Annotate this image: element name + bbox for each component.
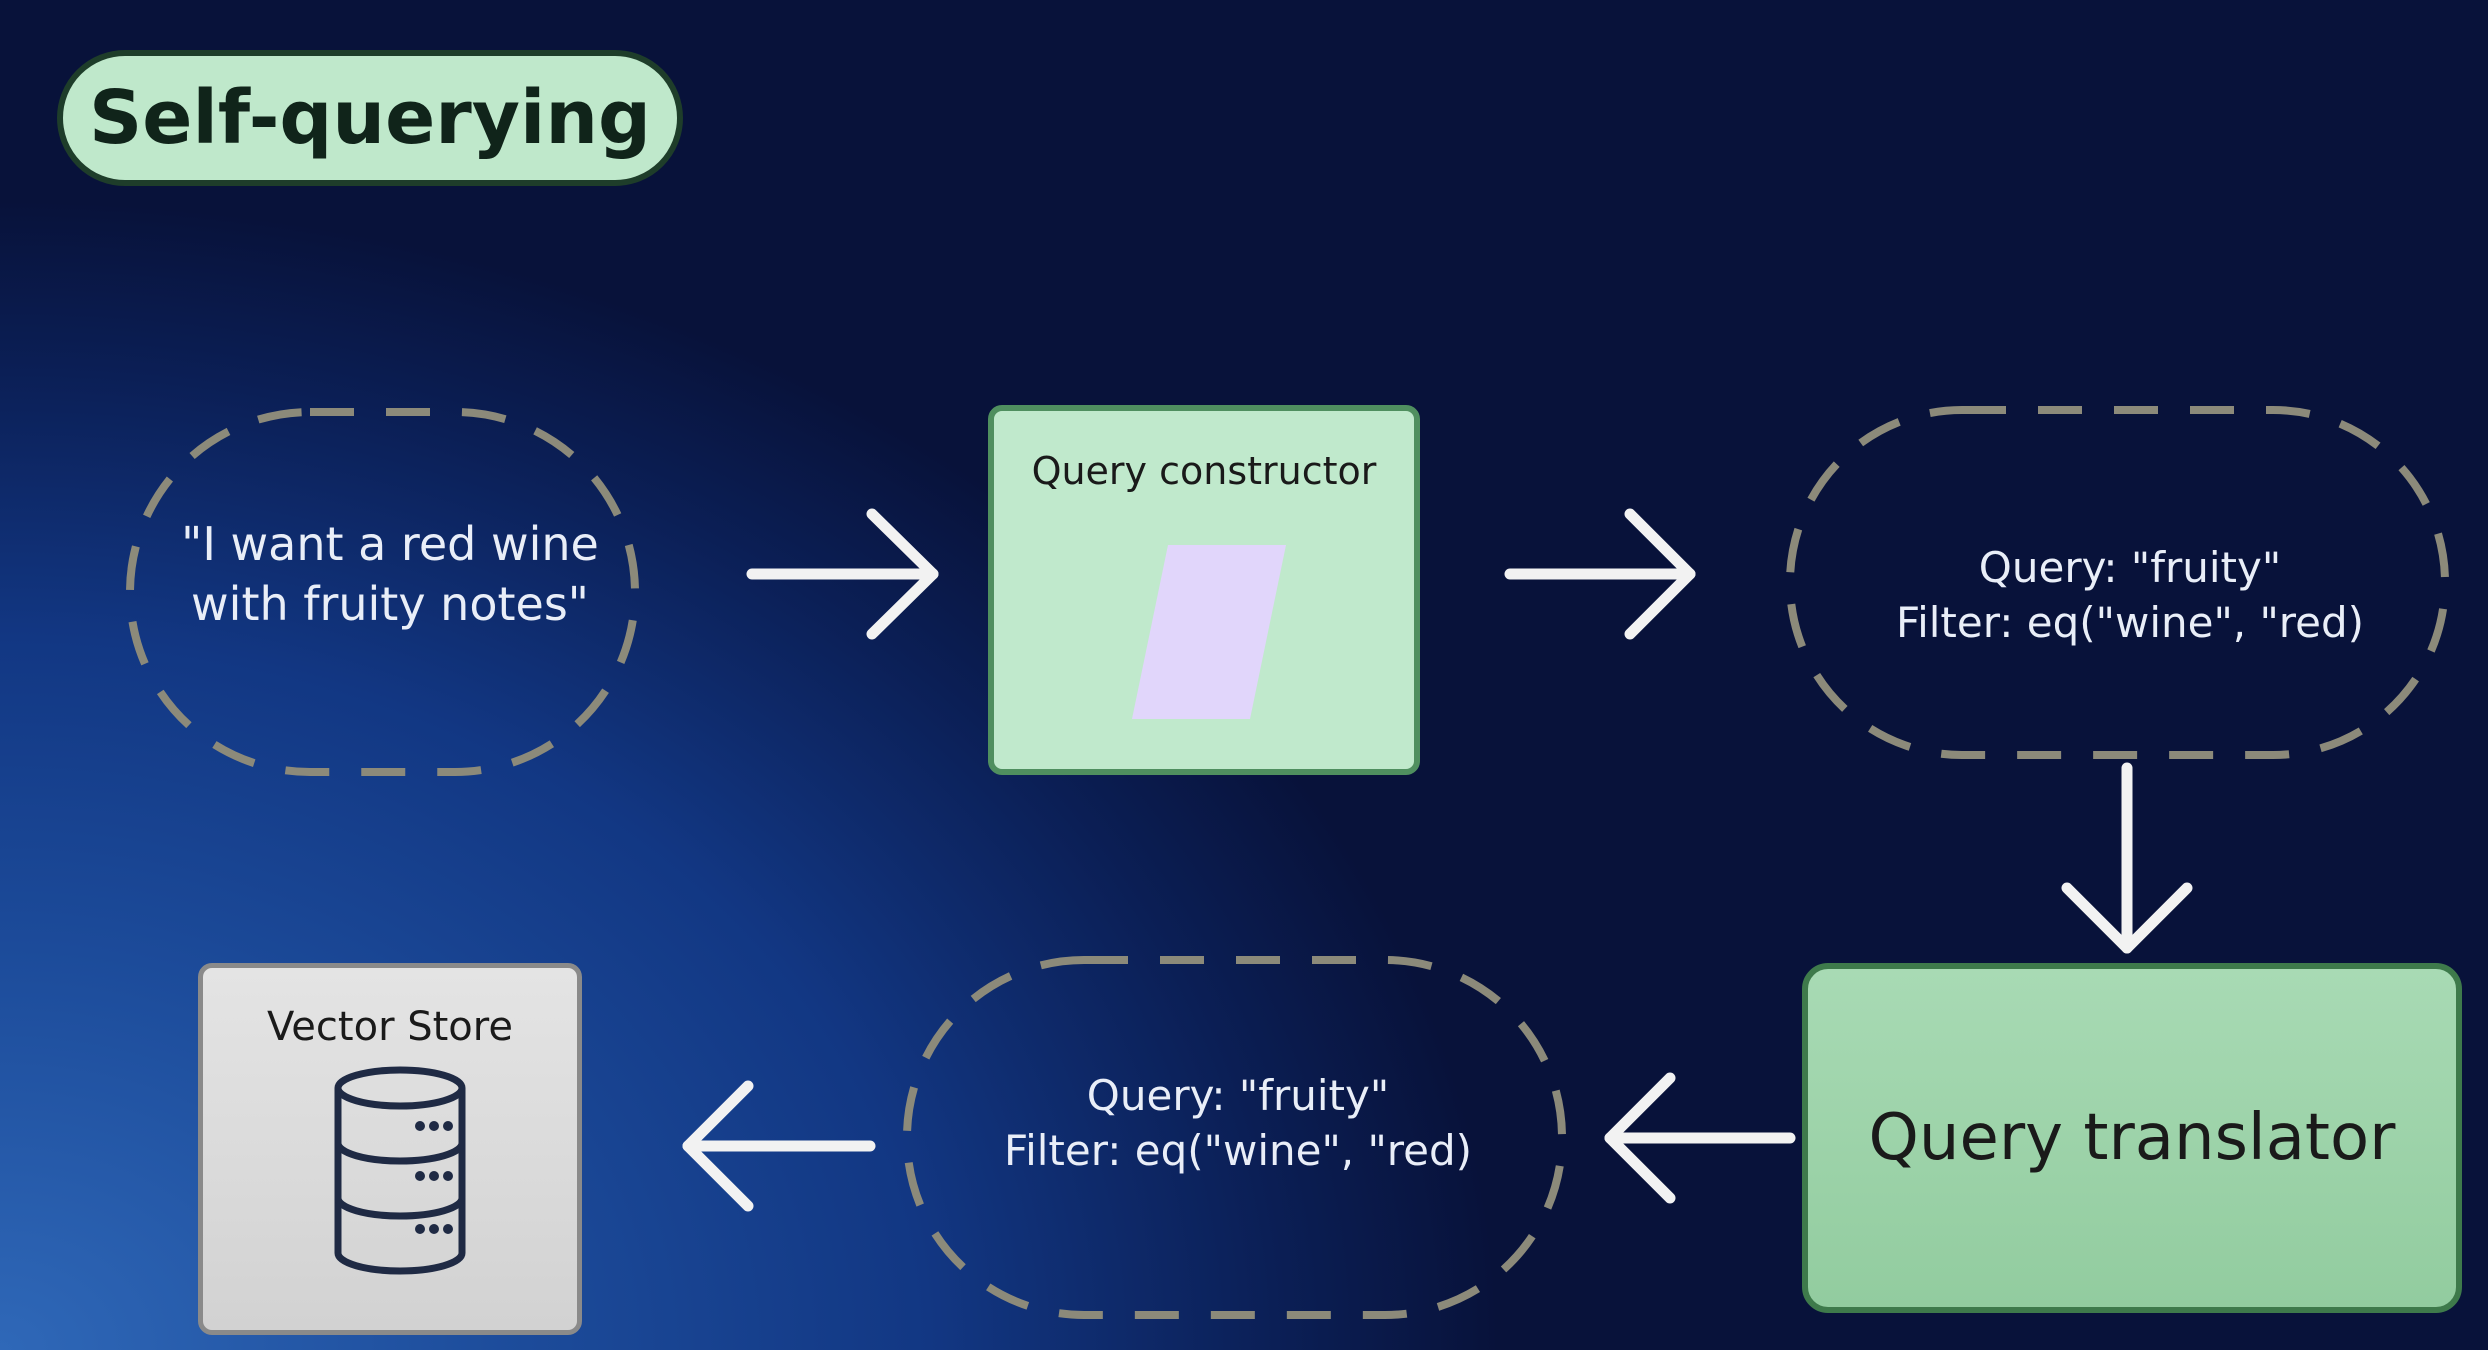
arrow-to-translator: [2061, 762, 2193, 954]
structured-query-text-bottom: Query: "fruity" Filter: eq("wine", "red): [888, 1069, 1588, 1178]
title-pill: Self-querying: [57, 50, 683, 186]
vector-store-box: Vector Store: [198, 963, 582, 1335]
user-query-bubble: [126, 408, 639, 776]
structured-query-bubble-top: [1786, 406, 2449, 759]
database-icon: [334, 1066, 466, 1275]
arrow-from-translator: [1604, 1072, 1796, 1204]
page-title: Self-querying: [88, 75, 652, 161]
query-constructor-label: Query constructor: [1031, 449, 1377, 493]
user-query-text: "I want a red wine with fruity notes": [130, 515, 650, 635]
structured-query-filter-top: Filter: eq("wine", "red): [1895, 597, 2365, 647]
structured-query-filter-bottom: Filter: eq("wine", "red): [1003, 1125, 1473, 1175]
structured-query-query-top: Query: "fruity": [1978, 543, 2282, 592]
query-translator-box: Query translator: [1802, 963, 2462, 1313]
query-constructor-box: Query constructor: [988, 405, 1420, 775]
structured-query-text-top: Query: "fruity" Filter: eq("wine", "red): [1780, 541, 2480, 650]
arrow-to-vector-store: [682, 1080, 876, 1212]
structured-query-query-bottom: Query: "fruity": [1086, 1071, 1390, 1120]
arrow-to-constructor: [746, 508, 939, 640]
vector-store-label: Vector Store: [267, 1004, 513, 1050]
query-translator-label: Query translator: [1868, 1101, 2396, 1175]
user-query-line: "I want a red wine with fruity notes": [181, 517, 599, 631]
arrow-to-structured-query: [1504, 508, 1696, 640]
structured-query-bubble-bottom: [903, 956, 1566, 1319]
parallelogram-icon: [1132, 545, 1286, 719]
